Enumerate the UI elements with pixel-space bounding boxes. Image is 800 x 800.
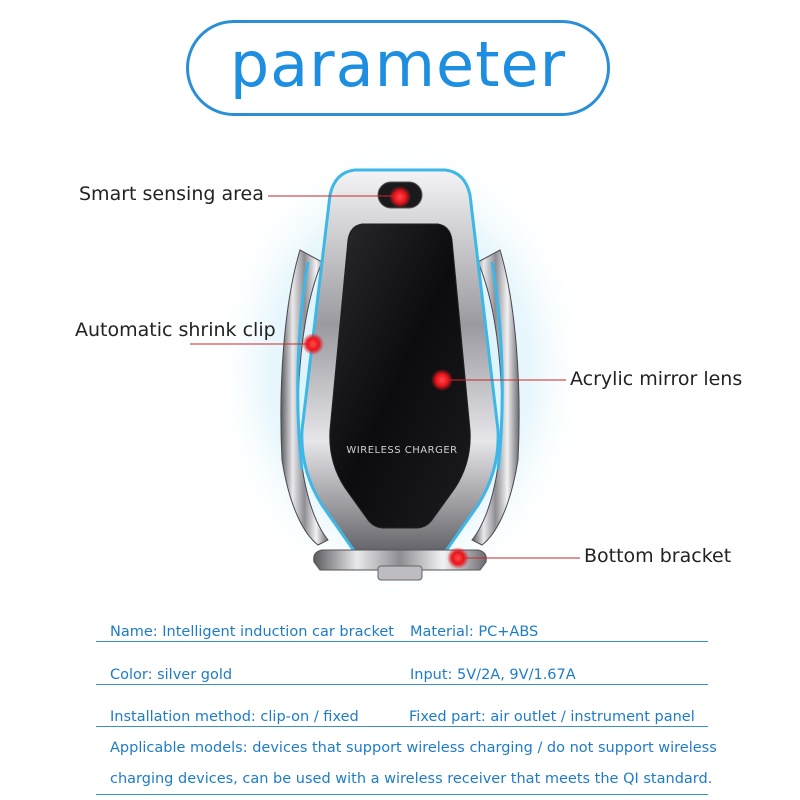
spec-material: Material: PC+ABS	[410, 624, 539, 640]
marker-dot-lens	[431, 369, 453, 391]
callout-smart-sensing: Smart sensing area	[79, 183, 264, 205]
lens-label: WIRELESS CHARGER	[346, 445, 457, 456]
bottom-bracket	[313, 549, 487, 581]
spec-color: Color: silver gold	[110, 667, 233, 683]
page-title: parameter	[229, 28, 567, 101]
spec-applicable-line1: Applicable models: devices that support …	[110, 740, 717, 756]
spec-input: Input: 5V/2A, 9V/1.67A	[410, 667, 576, 683]
spec-name: Name: Intelligent induction car bracket	[110, 624, 394, 640]
marker-dot-clip	[302, 333, 324, 355]
title-banner: parameter	[186, 20, 610, 116]
spec-divider-1	[96, 641, 708, 642]
spec-applicable-line2: charging devices, can be used with a wir…	[110, 771, 713, 787]
spec-divider-3	[96, 726, 708, 727]
spec-fixed-part: Fixed part: air outlet / instrument pane…	[409, 709, 695, 725]
callout-bottom-bracket: Bottom bracket	[584, 545, 732, 567]
marker-dot-bracket	[447, 547, 469, 569]
charger-body	[300, 168, 500, 560]
callout-mirror-lens: Acrylic mirror lens	[570, 368, 743, 390]
spec-divider-2	[96, 684, 708, 685]
right-clip	[471, 249, 520, 546]
spec-installation: Installation method: clip-on / fixed	[110, 709, 359, 725]
callout-shrink-clip: Automatic shrink clip	[75, 319, 276, 341]
spec-divider-4	[96, 794, 708, 795]
marker-dot-sensing	[389, 186, 411, 208]
